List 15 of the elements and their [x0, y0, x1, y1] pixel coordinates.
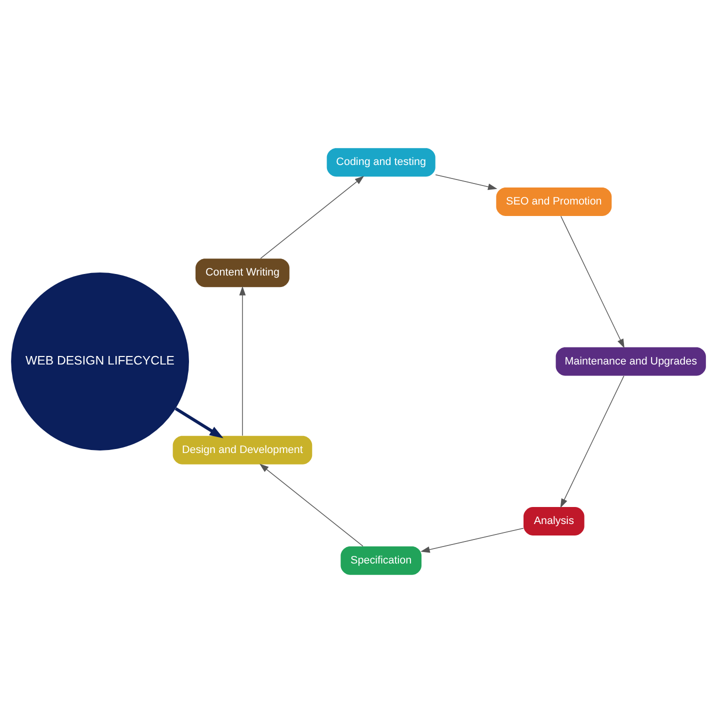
arrow [259, 463, 364, 546]
arrow [239, 286, 246, 436]
node-box: Analysis [524, 506, 584, 535]
arrow [420, 527, 524, 552]
node-box: Coding and testing [326, 148, 436, 176]
node-box: SEO and Promotion [496, 187, 612, 216]
arrow [260, 175, 364, 258]
node-box: Maintenance and Upgrades [556, 346, 706, 376]
arrow [174, 406, 224, 438]
arrow [435, 174, 498, 190]
node-box: Content Writing [196, 258, 290, 287]
node-box: Specification [340, 546, 422, 574]
node-box: Design and Development [172, 435, 312, 464]
arrow [560, 375, 624, 508]
arrow [560, 215, 624, 348]
